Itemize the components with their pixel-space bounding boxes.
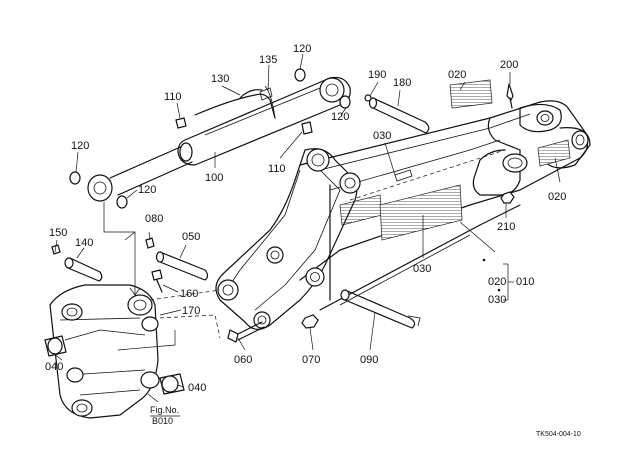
figure-reference: Fig.No. B010 <box>150 405 180 426</box>
label-060: 060 <box>234 354 252 366</box>
label-170: 170 <box>182 305 200 317</box>
label-020: 020 <box>488 276 506 288</box>
label-130: 130 <box>211 73 229 85</box>
label-160: 160 <box>180 288 198 300</box>
boom-arm <box>299 79 591 311</box>
pin-140 <box>51 244 103 282</box>
label-140: 140 <box>75 237 93 249</box>
label-080: 080 <box>145 213 163 225</box>
label-210: 210 <box>497 221 515 233</box>
label-040: 040 <box>45 361 63 373</box>
label-110: 110 <box>164 91 182 103</box>
boom-cylinder <box>69 68 351 209</box>
label-120: 120 <box>138 184 156 196</box>
label-110: 110 <box>268 163 286 175</box>
label-120: 120 <box>71 140 89 152</box>
label-020: 020 <box>548 191 566 203</box>
label-190: 190 <box>368 69 386 81</box>
label-180: 180 <box>393 77 411 89</box>
label-030: 030 <box>488 294 506 306</box>
label-040: 040 <box>188 382 206 394</box>
label-120: 120 <box>331 111 349 123</box>
nut-070 <box>301 314 319 329</box>
label-150: 150 <box>49 227 67 239</box>
label-020: 020 <box>448 69 466 81</box>
boom-foot-link <box>215 148 361 330</box>
bolt-160 <box>151 269 163 293</box>
label-010: 010 <box>516 276 534 288</box>
pin-180 <box>364 94 430 134</box>
drawing-code: TK504-004-10 <box>536 431 581 438</box>
label-135: 135 <box>259 54 277 66</box>
leader-lines <box>52 53 561 403</box>
label-030: 030 <box>373 130 391 142</box>
figure-ref-line1: Fig.No. <box>150 405 179 415</box>
bolt-200 <box>506 83 514 109</box>
label-070: 070 <box>302 354 320 366</box>
label-090: 090 <box>360 354 378 366</box>
swing-bracket <box>44 284 185 419</box>
label-120: 120 <box>293 43 311 55</box>
pin-090 <box>340 289 421 329</box>
nut-210 <box>500 191 515 204</box>
figure-ref-line2: B010 <box>152 416 173 426</box>
part-labels: 120 135 130 110 120 110 120 100 120 190 … <box>45 43 566 394</box>
label-100: 100 <box>205 172 223 184</box>
label-200: 200 <box>500 59 518 71</box>
bolt-060 <box>227 321 265 343</box>
label-030: 030 <box>413 263 431 275</box>
label-050: 050 <box>182 231 200 243</box>
